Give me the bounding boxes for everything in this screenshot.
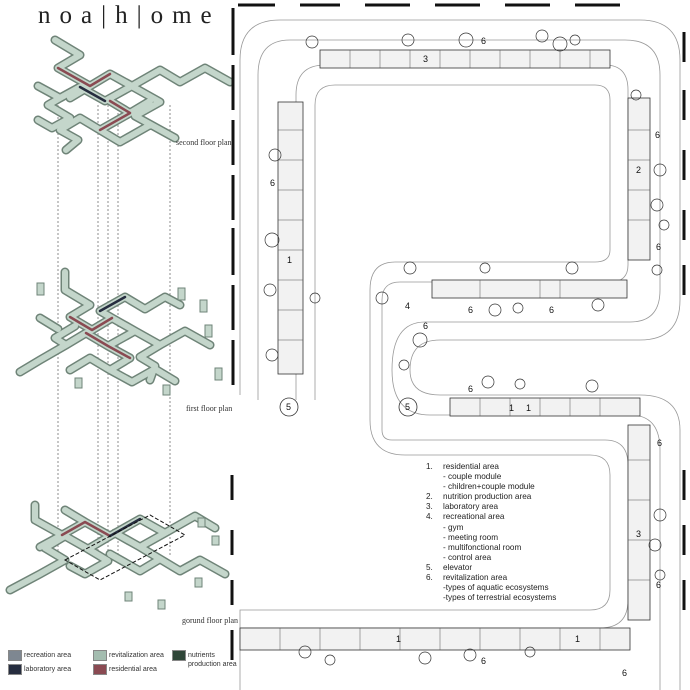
axonometric-diagram (5, 35, 235, 610)
plan-label: 6 (481, 36, 486, 46)
plan-label: 1 (287, 255, 292, 265)
ground-floor-axon (5, 500, 230, 595)
ground-floor-towers (124, 517, 220, 610)
key-row: - children+couple module (443, 482, 535, 492)
plan-key: 1.residential area - couple module - chi… (426, 462, 556, 603)
plan-label: 6 (468, 305, 473, 315)
ground-selection-outline (63, 514, 187, 581)
elevator-circles (279, 397, 418, 417)
plan-label: 1 (396, 634, 401, 644)
key-row: - couple module (443, 472, 502, 482)
plan-label: 5 (286, 402, 291, 412)
plan-label: 6 (656, 580, 661, 590)
plan-label: 6 (657, 438, 662, 448)
plan-label: 3 (423, 54, 428, 64)
key-row: - gym (443, 522, 464, 532)
legend-swatch (8, 664, 22, 675)
plan-label: 6 (655, 130, 660, 140)
project-title: noa|h|ome (38, 2, 221, 29)
key-row: 2.nutrition production area (426, 492, 532, 502)
plan-label: 3 (636, 529, 641, 539)
plan-label: 6 (423, 321, 428, 331)
key-row: - multifonctional room (443, 542, 522, 552)
key-row: 1.residential area (426, 462, 499, 471)
plan-label: 1 (575, 634, 580, 644)
plan-label: 1 (509, 403, 514, 413)
first-floor-label: first floor plan (186, 404, 233, 413)
legend-swatch (93, 664, 107, 675)
key-row: 3.laboratory area (426, 502, 499, 512)
legend-swatch (8, 650, 22, 661)
key-row: 5.elevator (426, 562, 473, 572)
legend-swatch (93, 650, 107, 661)
second-floor-label: second floor plan (176, 138, 232, 147)
plan-label: 6 (549, 305, 554, 315)
key-row: - meeting room (443, 532, 499, 542)
second-floor-axon (33, 35, 235, 155)
plan-label: 6 (481, 656, 486, 666)
key-row: -types of terrestrial ecosystems (443, 593, 557, 603)
plan-label: 6 (622, 668, 627, 678)
plan-label: 1 (526, 403, 531, 413)
first-floor-towers (36, 282, 223, 396)
first-floor-axon (15, 267, 215, 387)
key-row: - control area (443, 552, 492, 562)
key-row: -types of aquatic ecosystems (443, 583, 549, 593)
plan-label: 2 (636, 165, 641, 175)
plan-label: 6 (270, 178, 275, 188)
key-row: 4.recreational area (426, 512, 505, 522)
plan-label: 5 (405, 402, 410, 412)
key-row: 6.revitalization area (426, 573, 508, 583)
plan-label: 6 (656, 242, 661, 252)
plan-label: 6 (468, 384, 473, 394)
plan-label: 4 (405, 301, 410, 311)
legend-swatch (172, 650, 186, 661)
ground-floor-label: gorund floor plan (182, 616, 238, 625)
